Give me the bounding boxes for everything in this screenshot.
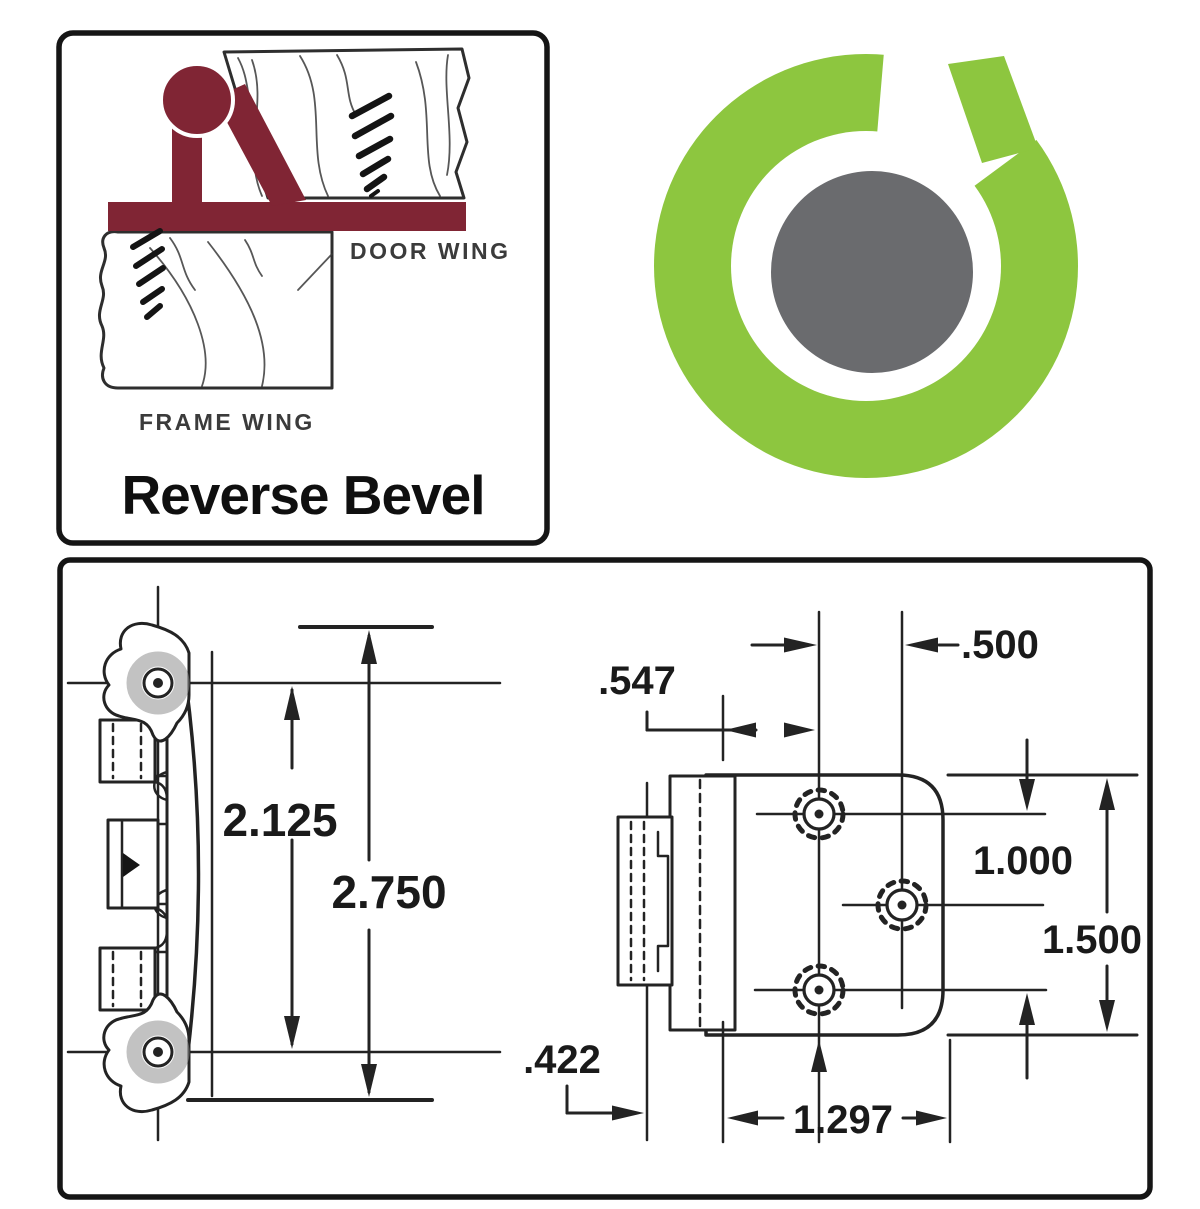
door-grain-lines xyxy=(237,54,451,197)
mounting-lug-bottom xyxy=(102,992,191,1113)
knuckle-block-middle xyxy=(106,818,169,924)
screw-hole-top xyxy=(792,787,846,841)
dimension-1-000-arrows xyxy=(1019,738,1035,1080)
dimension-label-1-500: 1.500 xyxy=(1041,918,1143,962)
frame-screw-icon xyxy=(130,228,166,320)
knuckle-block-top xyxy=(98,718,169,802)
hinge-cross-section xyxy=(108,62,466,231)
dimension-label-422: .422 xyxy=(523,1038,601,1082)
dimension-panel-border xyxy=(57,557,1153,1200)
hinge-frame-wing-bar xyxy=(108,202,466,231)
door-wing-label: DOOR WING xyxy=(350,238,511,264)
dimension-label-2-125: 2.125 xyxy=(222,794,338,846)
brand-logo-icon xyxy=(654,28,1078,478)
hinge-plan-view xyxy=(565,610,1139,1144)
mounting-lug-top xyxy=(102,622,191,743)
dimension-2-125-arrows xyxy=(284,686,300,1049)
dimension-label-1-297: 1.297 xyxy=(792,1098,894,1142)
hinge-pivot-stub xyxy=(172,126,202,210)
dimension-label-500: .500 xyxy=(961,623,1039,667)
plan-view-flange xyxy=(668,774,737,1032)
dimension-1-297-arrows xyxy=(721,1020,952,1144)
dimension-547-arrows xyxy=(645,694,815,762)
screw-hole-middle xyxy=(875,878,929,932)
dimension-1-500-arrows xyxy=(1099,778,1115,1032)
dimension-2-750-arrows xyxy=(186,625,434,1102)
hinge-side-view xyxy=(66,585,502,1142)
dimension-422-arrows xyxy=(565,1084,644,1121)
hinge-door-arm xyxy=(214,84,306,206)
frame-wing-label: FRAME WING xyxy=(139,409,315,435)
dimension-500-arrows xyxy=(750,637,960,653)
plan-view-knuckle xyxy=(616,781,674,1142)
dimension-label-2-750: 2.750 xyxy=(331,866,447,918)
dimension-label-547: .547 xyxy=(598,659,676,703)
panel-title: Reverse Bevel xyxy=(121,464,485,526)
reverse-bevel-diagram xyxy=(97,47,471,390)
hinge-pivot-barrel xyxy=(159,62,235,138)
dimension-label-1-000: 1.000 xyxy=(972,839,1074,883)
screw-hole-bottom xyxy=(792,963,846,1017)
frame-wood-section xyxy=(97,230,334,390)
door-screw-icon xyxy=(348,92,395,198)
